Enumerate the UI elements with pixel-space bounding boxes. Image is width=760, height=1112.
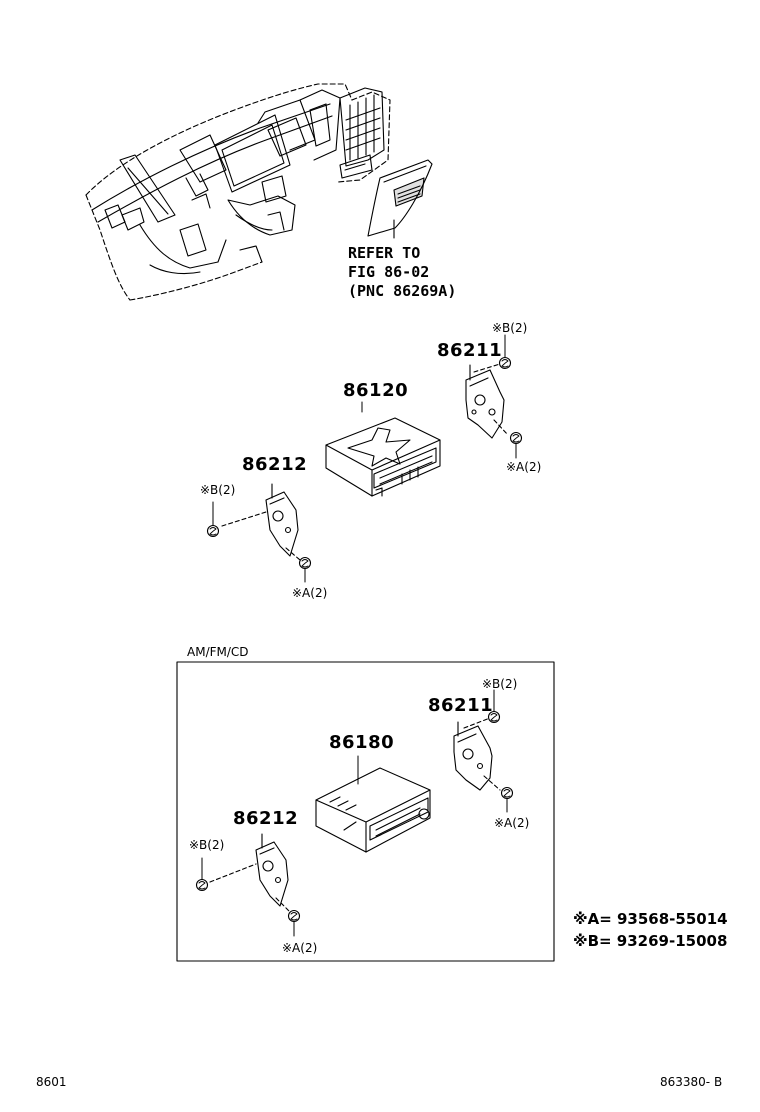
leader-lines — [201, 334, 517, 937]
footer-figure-number: 8601 — [36, 1075, 67, 1089]
bracket-86211-top-drawing — [465, 363, 509, 439]
screw-note-b-top-right: ※B(2) — [492, 321, 528, 335]
refer-line-1: REFER TO — [348, 244, 421, 262]
part-number-86212-top[interactable]: 86212 — [242, 454, 308, 475]
instrument-panel-drawing — [85, 83, 391, 301]
screw-note-a-box-left: ※A(2) — [282, 941, 318, 955]
am-fm-cd-box-frame — [176, 661, 555, 962]
part-number-86211-top[interactable]: 86211 — [437, 340, 503, 361]
part-number-86212-box[interactable]: 86212 — [233, 808, 299, 829]
screw-note-a-top-right: ※A(2) — [506, 460, 542, 474]
bracket-86212-top-drawing — [221, 483, 301, 561]
screw-note-a-top-left: ※A(2) — [292, 586, 328, 600]
refer-line-3: (PNC 86269A) — [348, 282, 457, 300]
part-number-86180[interactable]: 86180 — [329, 732, 395, 753]
bracket-86212-box-drawing — [209, 833, 291, 913]
part-number-86120[interactable]: 86120 — [343, 380, 409, 401]
part-number-86211-box[interactable]: 86211 — [428, 695, 494, 716]
footer-illustration-code: 863380- B — [660, 1075, 723, 1089]
refer-to-note: REFER TO FIG 86-02 (PNC 86269A) — [348, 244, 456, 301]
glove-box-lid-drawing — [367, 159, 433, 239]
radio-86180-drawing — [315, 767, 431, 853]
screw-note-b-box-right: ※B(2) — [482, 677, 518, 691]
box-title-am-fm-cd: AM/FM/CD — [187, 645, 249, 659]
radio-86120-drawing — [325, 417, 441, 497]
legend-screw-a: ※A= 93568-55014 — [573, 910, 728, 928]
refer-line-2: FIG 86-02 — [348, 263, 430, 281]
screw-symbols-box — [195, 710, 514, 923]
legend-screw-b: ※B= 93269-15008 — [573, 932, 728, 950]
bracket-86211-box-drawing — [453, 717, 501, 791]
screw-note-a-box-right: ※A(2) — [494, 816, 530, 830]
screw-note-b-box-left: ※B(2) — [189, 838, 225, 852]
screw-note-b-top-left: ※B(2) — [200, 483, 236, 497]
